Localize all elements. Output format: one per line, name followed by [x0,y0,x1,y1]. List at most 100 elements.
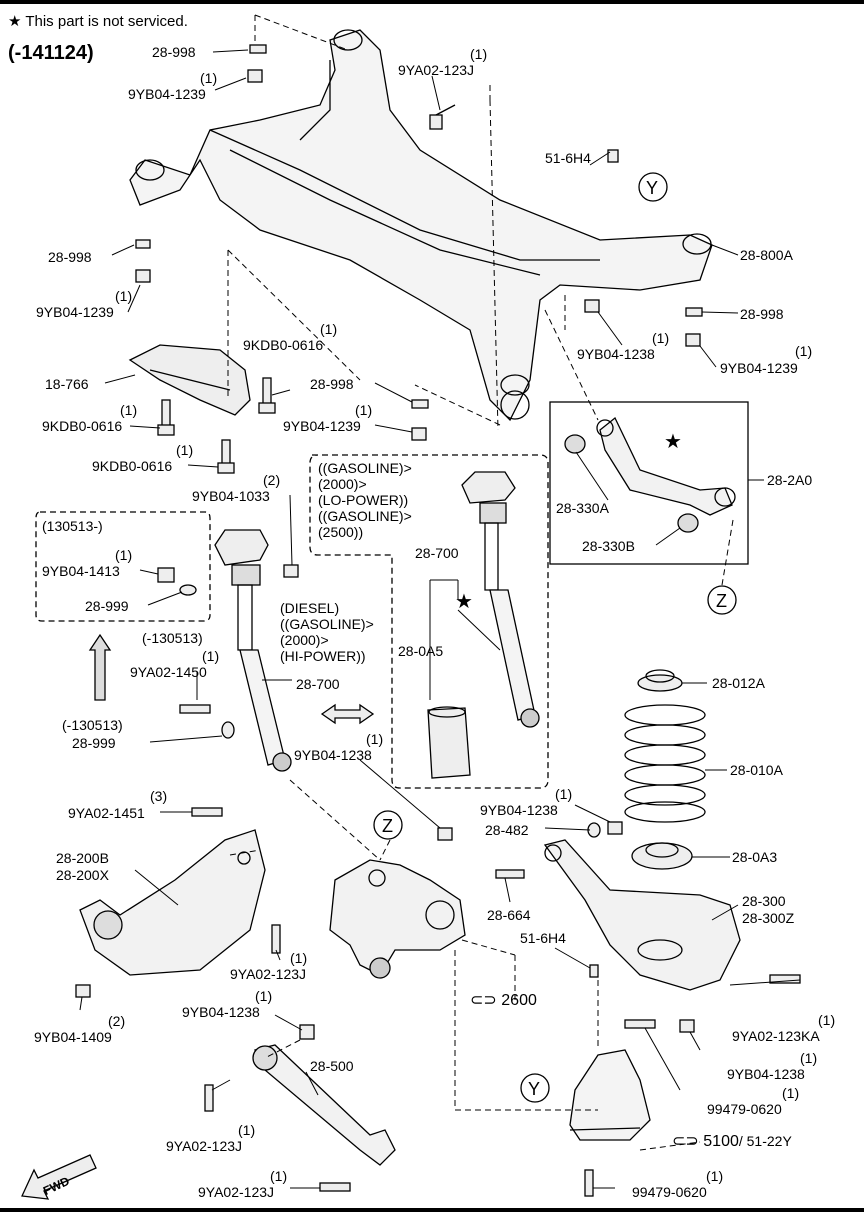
part-label-9ya02-1450[interactable]: 9YA02-1450 [130,664,207,680]
lower-arm-28-300[interactable] [543,839,741,991]
coil-spring-28-010a[interactable] [624,704,706,823]
part-label-9kdb0-0616[interactable]: 9KDB0-0616 [42,418,123,434]
part-label-28-300z[interactable]: 28-300Z [742,910,795,926]
bushing-28-330b[interactable] [677,513,699,533]
callout-y-circle-bottom [520,1073,550,1103]
note-line: (LO-POWER)) [318,492,409,508]
part-label-18-766[interactable]: 18-766 [45,376,89,392]
qty-label: (1) [120,402,138,418]
callout-z-top: Z [716,591,727,611]
part-label-9yb04-1238[interactable]: 9YB04-1238 [182,1004,260,1020]
bushing-28-330a[interactable] [564,434,586,454]
part-label-9yb04-1413[interactable]: 9YB04-1413 [42,563,120,579]
part-label-28-999[interactable]: 28-999 [85,598,129,614]
qty-label: (1) [795,343,813,359]
bolts-and-nuts[interactable] [75,44,801,1197]
serial-range: (-141124) [8,42,94,64]
part-label-99479-0620[interactable]: 99479-0620 [707,1101,782,1117]
part-label-9ya02-123j[interactable]: 9YA02-123J [166,1138,243,1154]
qty-label: (3) [150,788,168,804]
part-label-28-998[interactable]: 28-998 [310,376,354,392]
part-label-28-998[interactable]: 28-998 [152,44,196,60]
part-label-28-700[interactable]: 28-700 [296,676,340,692]
ref-2600-text: 2600 [501,992,537,1009]
callout-z-circle-top [707,585,737,615]
qty-label: (1) [355,402,373,418]
part-label-28-012a[interactable]: 28-012A [712,675,765,691]
part-label-9yb04-1238[interactable]: 9YB04-1238 [727,1066,805,1082]
part-label-51-6h4[interactable]: 51-6H4 [545,150,591,166]
height-sensor-link-5100[interactable] [569,1049,651,1141]
part-label-28-700[interactable]: 28-700 [415,545,459,561]
part-label-9kdb0-0616[interactable]: 9KDB0-0616 [243,337,324,353]
qty-label: (1) [115,288,133,304]
part-label-9yb04-1033[interactable]: 9YB04-1033 [192,488,270,504]
ref-51-22y-text: / 51-22Y [738,1133,792,1149]
star-note: ★ This part is not serviced. [8,13,188,30]
part-label-28-330a[interactable]: 28-330A [556,500,609,516]
bottom-border [0,1208,864,1212]
ref-2600[interactable]: ⊂⊃ 2600 [470,993,537,1009]
spring-seat-28-012a[interactable] [637,669,683,692]
part-label-9ya02-123j[interactable]: 9YA02-123J [230,966,307,982]
part-label-9ya02-123j[interactable]: 9YA02-123J [198,1184,275,1200]
part-label-9yb04-1239[interactable]: 9YB04-1239 [283,418,361,434]
range-label: (-130513) [142,630,203,646]
part-label-51-6h4[interactable]: 51-6H4 [520,930,566,946]
part-label-28-010a[interactable]: 28-010A [730,762,783,778]
part-label-28-2a0[interactable]: 28-2A0 [767,472,813,488]
qty-label: (1) [555,786,573,802]
ref-5100[interactable]: ⊂⊃ 5100/ 51-22Y [672,1133,792,1150]
part-label-28-664[interactable]: 28-664 [487,907,531,923]
shock-absorber-28-700-left[interactable] [214,529,292,772]
ref-5100-text: 5100 [703,1133,739,1150]
part-label-9ya02-123j[interactable]: 9YA02-123J [398,62,475,78]
lateral-link-28-500[interactable] [252,1044,396,1166]
bracket-18-766[interactable] [128,344,251,416]
crossmember-28-800a[interactable] [129,29,713,422]
qty-label: (1) [782,1085,800,1101]
part-label-9ya02-123ka[interactable]: 9YA02-123KA [732,1028,820,1044]
gasoline-note: ((GASOLINE)> (2000)> (LO-POWER)) ((GASOL… [318,460,412,540]
part-label-28-300[interactable]: 28-300 [742,893,786,909]
callout-y-top: Y [646,178,658,198]
qty-label: (2) [263,472,281,488]
part-label-99479-0620[interactable]: 99479-0620 [632,1184,707,1200]
qty-label: (1) [290,950,308,966]
part-label-9yb04-1238[interactable]: 9YB04-1238 [577,346,655,362]
part-label-9yb04-1239[interactable]: 9YB04-1239 [128,86,206,102]
part-label-28-200x[interactable]: 28-200X [56,867,109,883]
fwd-arrow-icon [21,1154,97,1200]
part-label-28-500[interactable]: 28-500 [310,1058,354,1074]
part-label-9kdb0-0616[interactable]: 9KDB0-0616 [92,458,173,474]
part-label-28-998[interactable]: 28-998 [48,249,92,265]
part-label-9yb04-1239[interactable]: 9YB04-1239 [36,304,114,320]
part-label-28-482[interactable]: 28-482 [485,822,529,838]
part-label-28-999[interactable]: 28-999 [72,735,116,751]
bump-stop-28-0a5[interactable] [427,706,471,779]
range-label: (130513-) [42,518,103,534]
part-label-9ya02-1451[interactable]: 9YA02-1451 [68,805,145,821]
knuckle[interactable] [329,859,466,979]
part-label-28-330b[interactable]: 28-330B [582,538,635,554]
part-label-28-800a[interactable]: 28-800A [740,247,793,263]
upper-arm-28-2a0[interactable] [596,416,736,516]
part-label-9yb04-1238[interactable]: 9YB04-1238 [480,802,558,818]
group-box-28-2a0 [549,401,749,565]
qty-label: (1) [706,1168,724,1184]
shock-absorber-28-700-right[interactable] [461,471,540,728]
callout-y-bottom: Y [528,1079,540,1099]
part-label-28-200b[interactable]: 28-200B [56,850,109,866]
note-line: (HI-POWER)) [280,648,366,664]
part-label-28-998[interactable]: 28-998 [740,306,784,322]
note-line: ((GASOLINE)> [318,460,412,476]
double-arrow-icon [320,703,375,725]
part-label-28-0a3[interactable]: 28-0A3 [732,849,778,865]
callout-y-circle-top [638,172,668,202]
spring-seat-28-0a3[interactable] [631,842,693,870]
part-label-28-0a5[interactable]: 28-0A5 [398,643,444,659]
part-label-9yb04-1409[interactable]: 9YB04-1409 [34,1029,112,1045]
part-label-9yb04-1239[interactable]: 9YB04-1239 [720,360,798,376]
part-label-9yb04-1238[interactable]: 9YB04-1238 [294,747,372,763]
